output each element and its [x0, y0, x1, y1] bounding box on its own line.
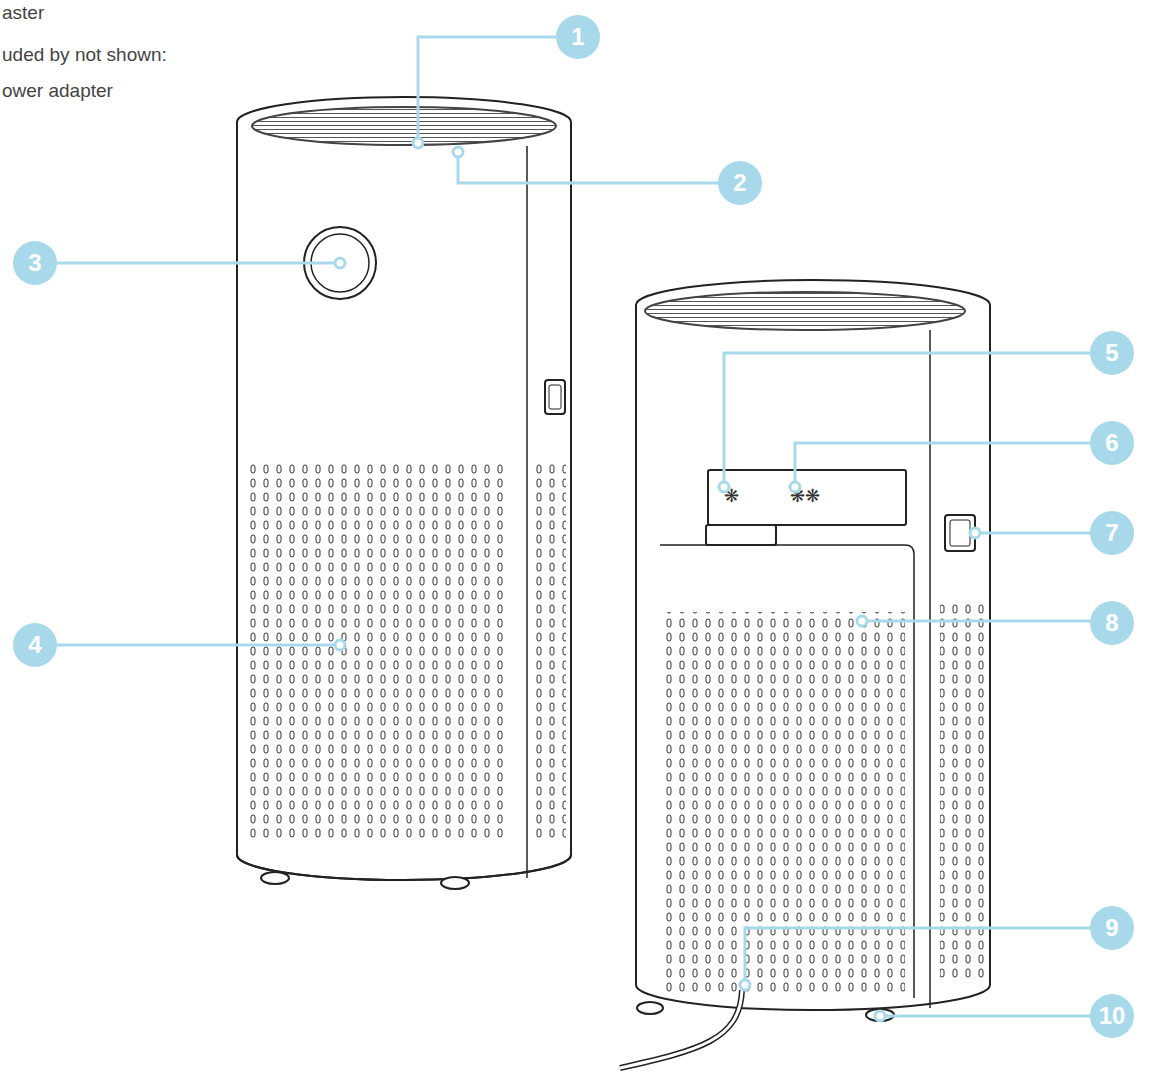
callout-circle: 9 — [1090, 906, 1134, 950]
callout-number: 2 — [733, 171, 746, 195]
callout-circle: 8 — [1090, 601, 1134, 645]
note-text: ower adapter — [2, 80, 113, 103]
callout-number: 10 — [1099, 1004, 1126, 1028]
callout-circle: 6 — [1090, 421, 1134, 465]
note-text: aster — [2, 2, 44, 25]
callout-number: 5 — [1105, 341, 1118, 365]
callout-circle: 7 — [1090, 511, 1134, 555]
callout-circle: 4 — [13, 623, 57, 667]
callout-number: 3 — [28, 251, 41, 275]
callout-circle: 3 — [13, 241, 57, 285]
callout-number: 4 — [28, 633, 41, 657]
callout-circle: 5 — [1090, 331, 1134, 375]
callout-number: 1 — [571, 25, 584, 49]
callout-circle: 2 — [718, 161, 762, 205]
callout-circle: 1 — [556, 15, 600, 59]
callout-number: 6 — [1105, 431, 1118, 455]
note-text: uded by not shown: — [2, 44, 167, 67]
callout-number: 7 — [1105, 521, 1118, 545]
callout-number: 9 — [1105, 916, 1118, 940]
callout-number: 8 — [1105, 611, 1118, 635]
callout-circle: 10 — [1090, 994, 1134, 1038]
